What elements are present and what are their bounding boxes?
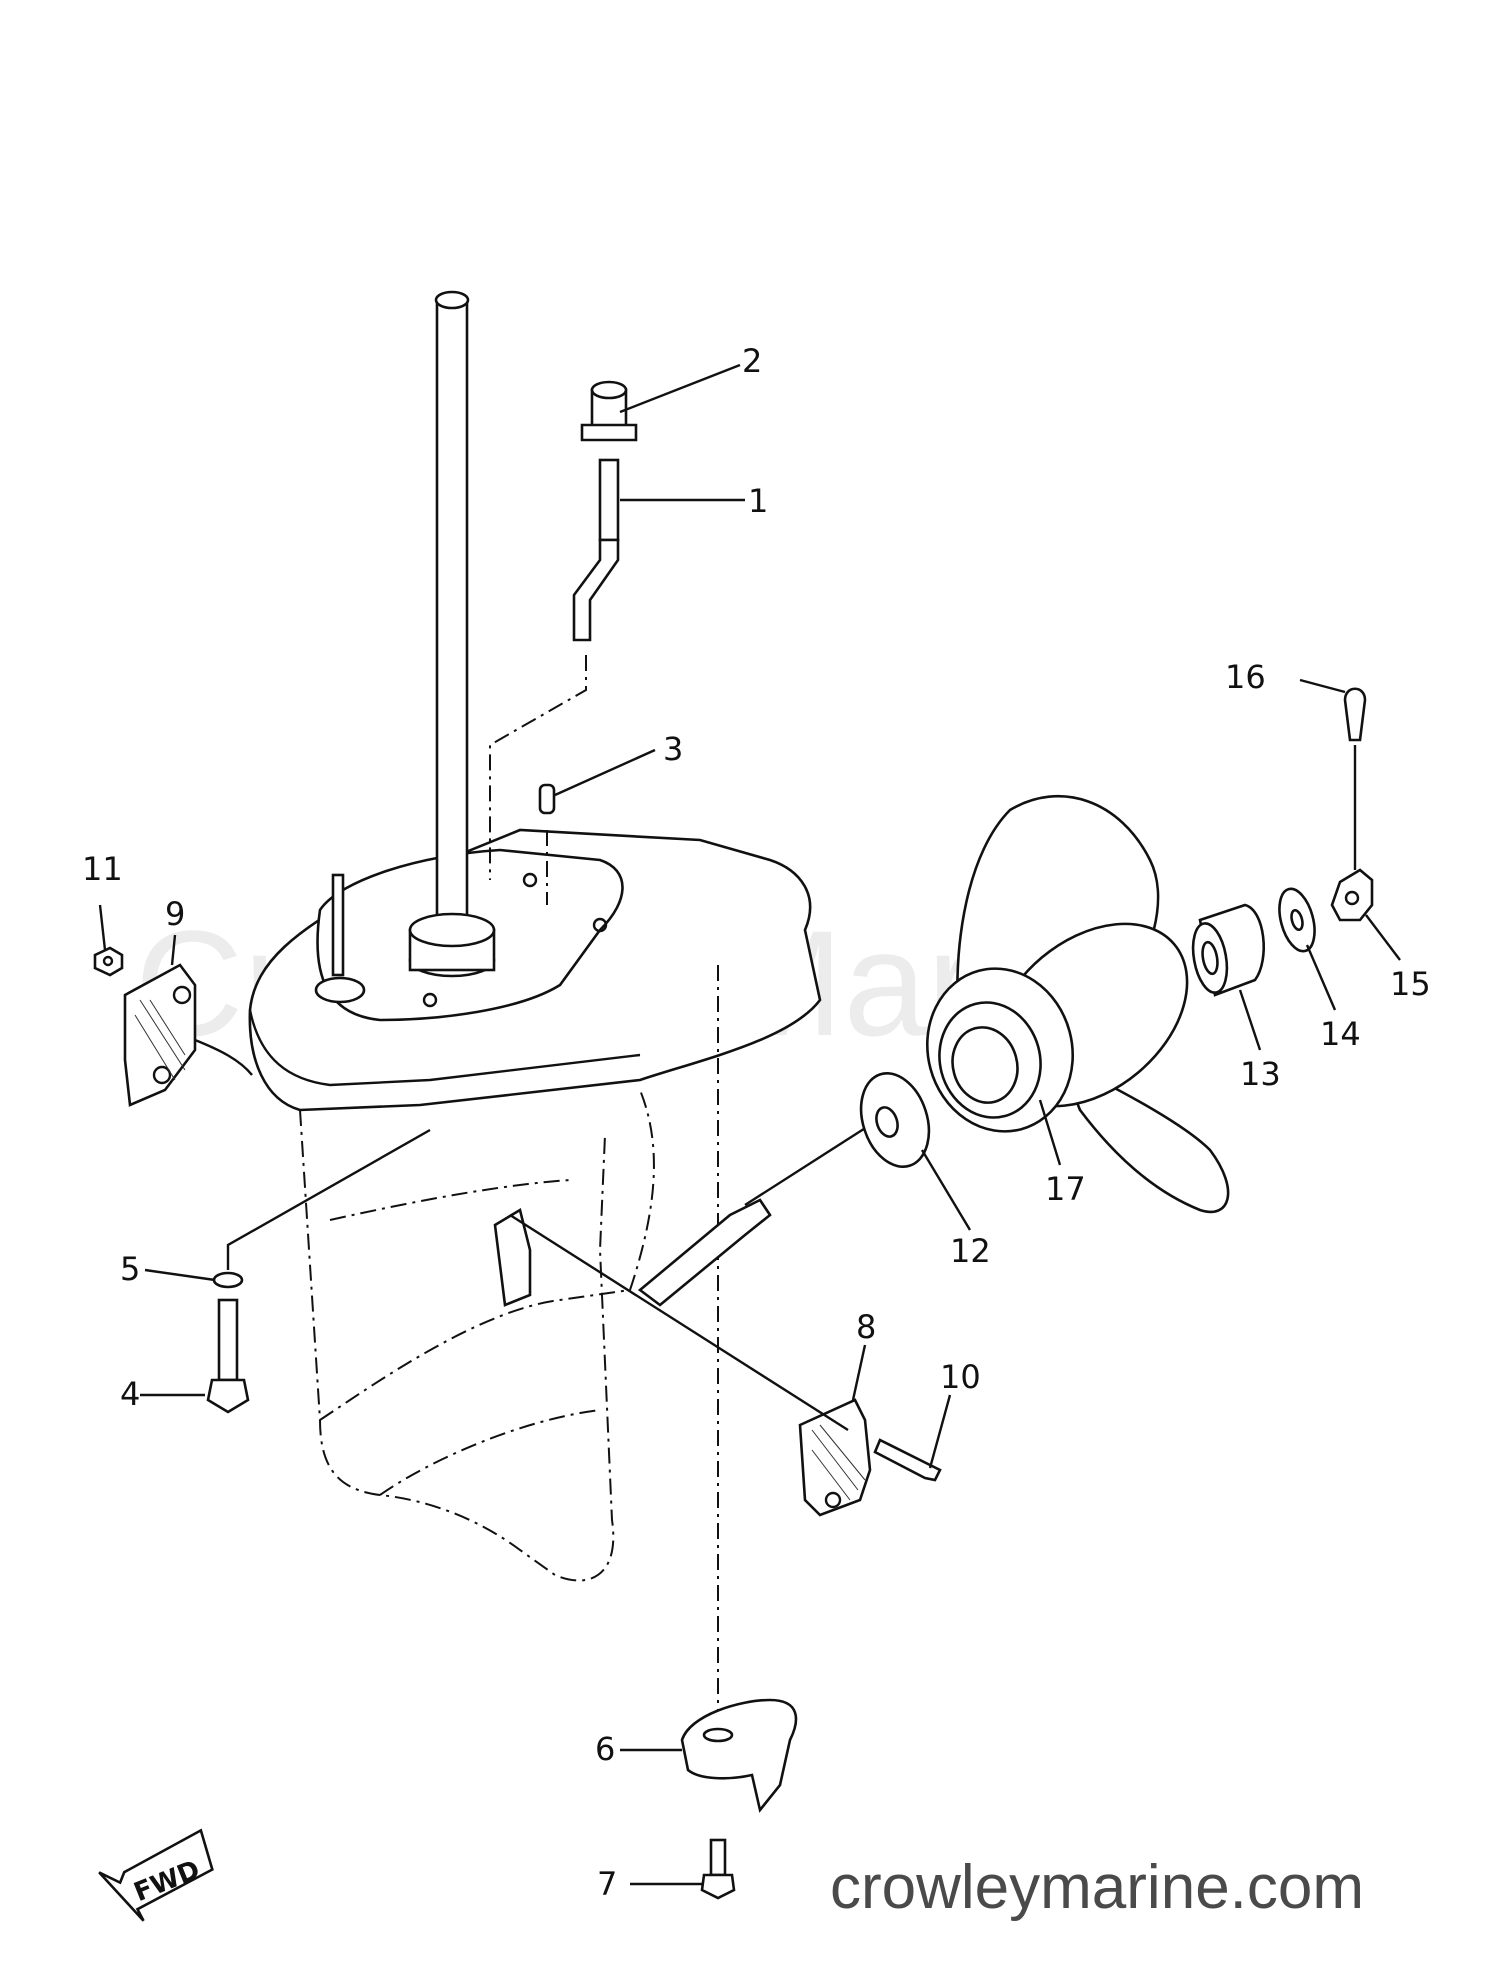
callout-4: 4 bbox=[120, 1375, 140, 1413]
callout-15: 15 bbox=[1390, 965, 1431, 1003]
part-4-bolt bbox=[206, 1298, 250, 1414]
part-14-washer bbox=[1278, 887, 1316, 953]
part-7-bolt bbox=[700, 1838, 736, 1900]
leader-5-dash bbox=[226, 1128, 431, 1270]
part-3-pin bbox=[538, 783, 556, 905]
part-13-spacer bbox=[1191, 903, 1266, 997]
callout-3: 3 bbox=[663, 730, 683, 768]
callout-14: 14 bbox=[1320, 1015, 1361, 1053]
callout-6: 6 bbox=[595, 1730, 615, 1768]
part-15-castle-nut bbox=[1330, 745, 1374, 922]
leader-lines bbox=[98, 363, 1401, 1886]
lower-casing bbox=[248, 828, 822, 1582]
part-11-nut bbox=[93, 946, 124, 977]
part-10-screw bbox=[873, 1438, 942, 1482]
callout-17: 17 bbox=[1045, 1170, 1086, 1208]
propeller-shaft bbox=[637, 1123, 871, 1307]
fwd-arrow-icon: FWD bbox=[98, 1828, 214, 1922]
part-2-grommet bbox=[580, 380, 638, 442]
part-9-anode-plate bbox=[123, 963, 253, 1107]
callout-1: 1 bbox=[748, 482, 768, 520]
part-17-propeller bbox=[925, 794, 1230, 1214]
part-8-anode bbox=[798, 1398, 872, 1517]
callout-13: 13 bbox=[1240, 1055, 1281, 1093]
callout-labels: 2 1 3 11 9 5 4 6 7 8 10 12 17 13 14 15 1… bbox=[82, 342, 1431, 1903]
part-12-thrust-washer bbox=[859, 1071, 931, 1169]
leader-8-link bbox=[509, 1213, 849, 1432]
part-8-backing-plate-on-casing bbox=[493, 1207, 532, 1307]
part-16-cotter-pin bbox=[1343, 687, 1367, 742]
callout-7: 7 bbox=[597, 1865, 617, 1903]
callout-5: 5 bbox=[120, 1250, 140, 1288]
callout-10: 10 bbox=[940, 1358, 981, 1396]
callout-11: 11 bbox=[82, 850, 123, 888]
footer-site: crowleymarine.com bbox=[830, 1853, 1364, 1922]
drive-shaft bbox=[314, 290, 496, 1004]
callout-16: 16 bbox=[1225, 658, 1266, 696]
callout-12: 12 bbox=[950, 1232, 991, 1270]
callout-8: 8 bbox=[856, 1308, 876, 1346]
callout-2: 2 bbox=[742, 342, 762, 380]
part-1-shift-rod bbox=[489, 458, 620, 880]
part-6-trim-tab bbox=[680, 1698, 798, 1813]
part-5-washer bbox=[212, 1271, 244, 1289]
callout-9: 9 bbox=[165, 895, 185, 933]
